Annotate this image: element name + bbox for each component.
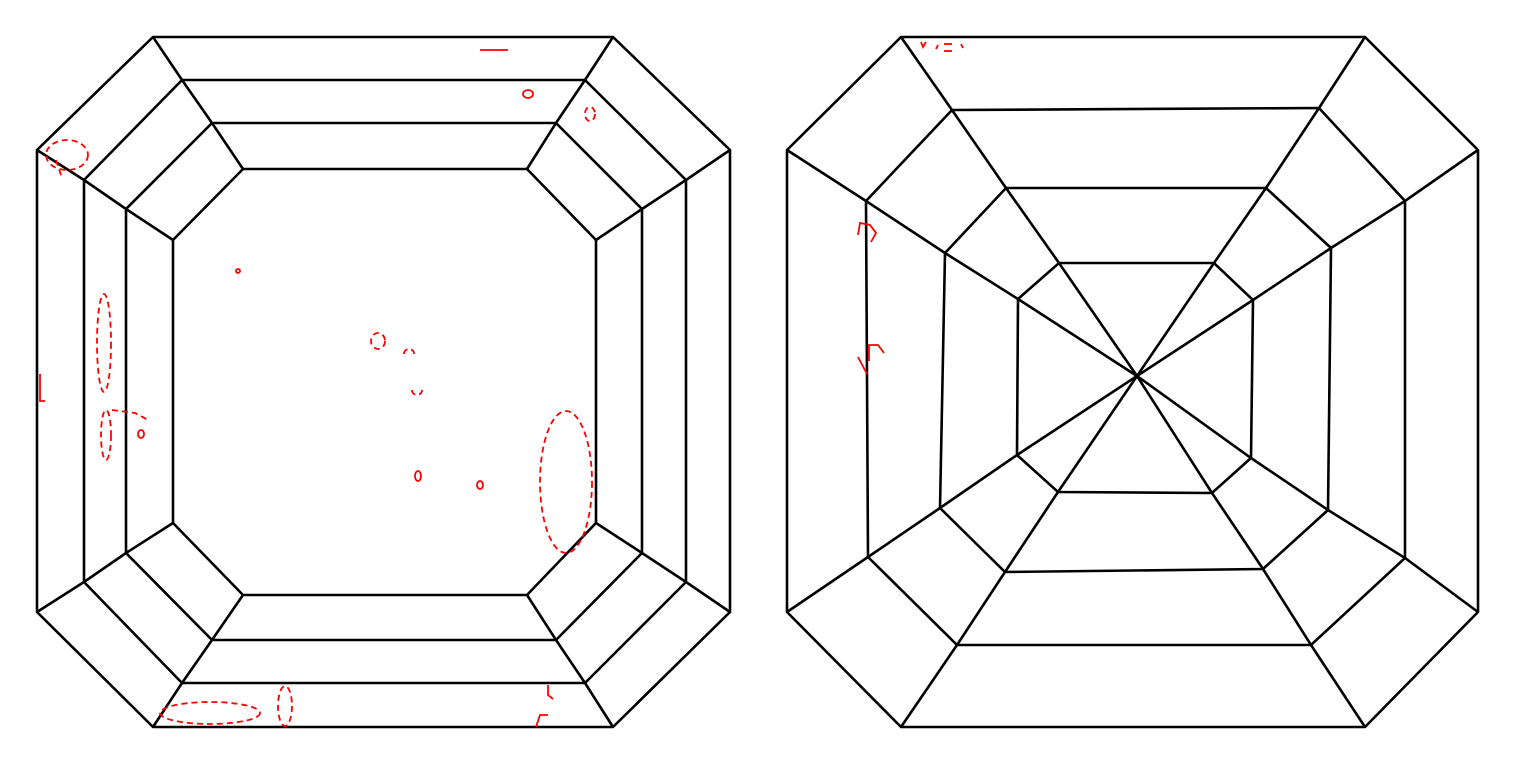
inclusion-mark: [868, 344, 885, 361]
inclusion-mark: [535, 714, 548, 728]
inclusion-mark: [277, 685, 293, 727]
inclusion-mark: [39, 374, 45, 402]
pavilion-diagram: [785, 35, 1480, 729]
crown-girdle-outline: [35, 35, 732, 729]
inclusion-mark: [235, 268, 241, 274]
crown-ring-2: [124, 121, 644, 642]
inclusion-mark: [414, 470, 422, 482]
inclusion-mark: [920, 41, 927, 50]
inclusion-mark: [584, 106, 596, 122]
inclusion-mark: [857, 356, 868, 375]
inclusion-mark: [55, 159, 63, 179]
pavilion-main-lines: [786, 36, 1479, 728]
inclusion-mark: [370, 332, 386, 350]
inclusion-mark: [539, 410, 593, 554]
inclusion-mark: [935, 44, 939, 50]
pavilion-inclusions: [857, 41, 964, 375]
inclusion-mark: [137, 429, 145, 439]
inclusion-mark: [960, 43, 964, 49]
inclusion-mark: [547, 685, 554, 700]
crown-inclusions: [39, 49, 596, 728]
inclusion-mark: [100, 409, 112, 461]
crown-corner-lines: [36, 36, 731, 728]
crown-diagram: [35, 35, 732, 729]
inclusion-mark: [159, 701, 261, 725]
inclusion-mark: [45, 139, 89, 171]
inclusion-mark: [522, 89, 534, 99]
inclusion-mark: [96, 293, 112, 393]
inclusion-mark: [111, 409, 149, 421]
inclusion-mark: [403, 348, 415, 355]
inclusion-mark: [476, 480, 484, 490]
inclusion-mark: [857, 221, 878, 243]
crown-table: [171, 167, 598, 597]
inclusion-mark: [411, 389, 423, 396]
